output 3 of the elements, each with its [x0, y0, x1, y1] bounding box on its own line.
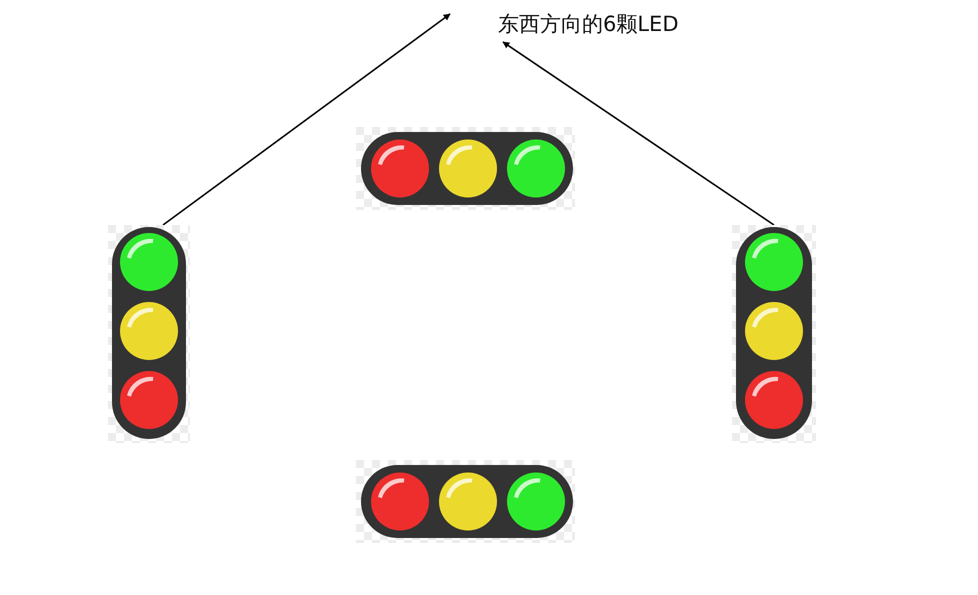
heading-text: 东西方向的6颗LED: [498, 12, 678, 36]
arrow: [502, 41, 774, 226]
arrow: [162, 13, 451, 226]
